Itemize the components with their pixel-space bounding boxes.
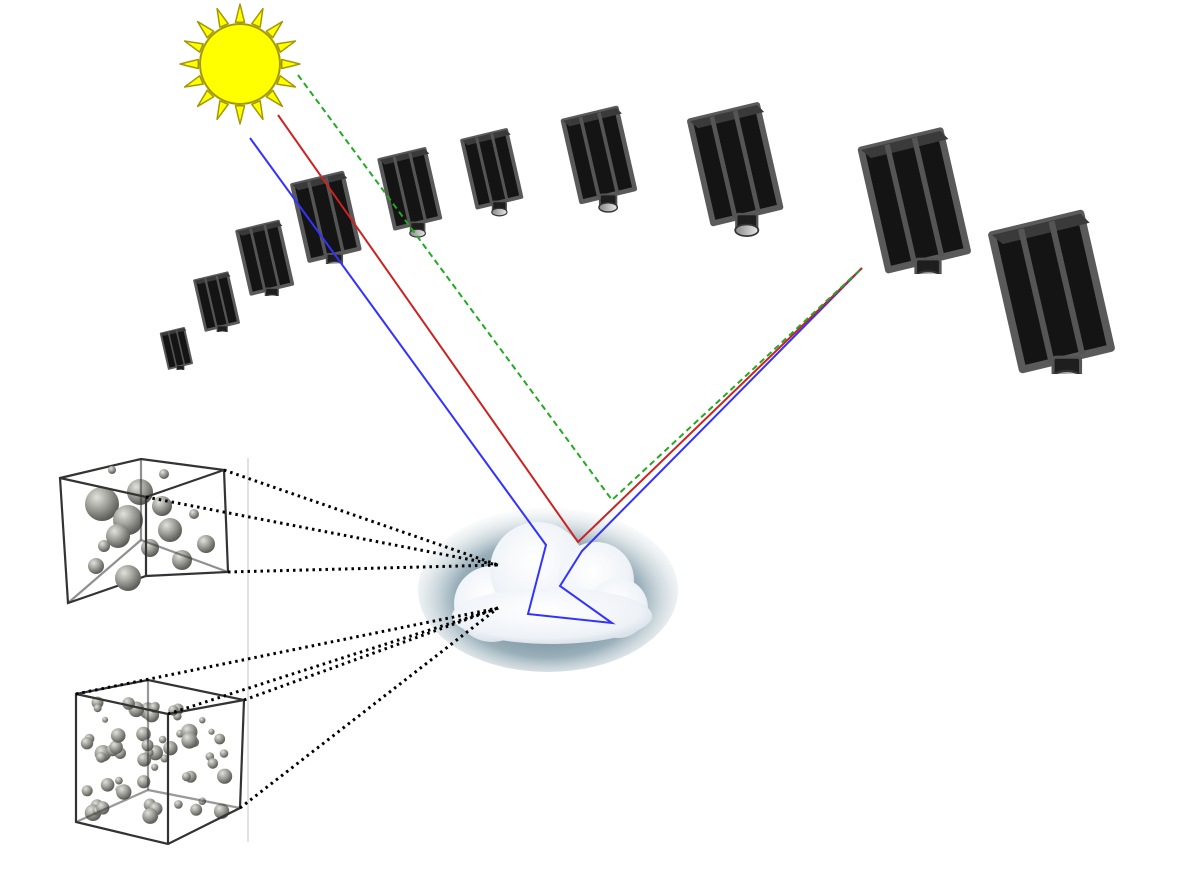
particle bbox=[106, 524, 130, 548]
particle bbox=[199, 717, 206, 724]
particle bbox=[172, 550, 192, 570]
sun-ray bbox=[281, 58, 301, 70]
satellites-arc bbox=[159, 105, 1111, 387]
particle bbox=[214, 733, 226, 745]
particle bbox=[115, 565, 141, 591]
sun-ray bbox=[183, 75, 204, 88]
small-particles-box bbox=[74, 678, 246, 846]
satellite-camera-icon bbox=[462, 130, 521, 216]
sun-ray bbox=[251, 7, 264, 28]
particle bbox=[217, 768, 233, 784]
satellite-camera-icon bbox=[563, 108, 635, 212]
satellite-camera-icon bbox=[193, 271, 241, 332]
particle bbox=[142, 808, 159, 824]
particle bbox=[207, 758, 219, 769]
particle bbox=[93, 704, 102, 713]
satellite-camera-icon bbox=[292, 173, 359, 270]
sun-ray bbox=[216, 100, 229, 121]
particle bbox=[151, 763, 159, 771]
particle bbox=[80, 737, 94, 750]
sun-icon bbox=[179, 3, 301, 125]
large-particles-box bbox=[58, 457, 230, 605]
particle bbox=[96, 752, 107, 763]
particle bbox=[160, 754, 169, 763]
sun-ray bbox=[276, 40, 297, 53]
particle bbox=[159, 469, 169, 479]
particle bbox=[102, 716, 109, 723]
particle bbox=[108, 466, 116, 474]
sun-ray bbox=[183, 40, 204, 53]
sun-ray bbox=[265, 20, 284, 39]
satellite-camera-icon bbox=[992, 214, 1111, 387]
cloud-icon bbox=[418, 508, 678, 672]
satellite-camera-icon bbox=[379, 149, 440, 237]
satellite-camera-icon bbox=[690, 105, 780, 236]
particle bbox=[152, 496, 172, 516]
particle bbox=[88, 558, 104, 574]
particle bbox=[158, 518, 182, 542]
particle bbox=[208, 728, 215, 735]
sun-ray bbox=[196, 20, 215, 39]
particle bbox=[116, 784, 132, 800]
sun-ray bbox=[251, 100, 264, 121]
sun-ray bbox=[196, 89, 215, 108]
particle bbox=[158, 735, 167, 744]
particle bbox=[189, 509, 199, 519]
particle bbox=[81, 785, 93, 797]
particle bbox=[98, 540, 110, 552]
particle bbox=[109, 740, 123, 754]
sun-ray bbox=[216, 7, 229, 28]
particle bbox=[100, 778, 115, 792]
particle bbox=[197, 535, 215, 553]
satellite-camera-icon bbox=[861, 131, 967, 285]
particle bbox=[174, 800, 183, 809]
particle bbox=[190, 803, 203, 816]
particle bbox=[163, 741, 178, 756]
sun-ray bbox=[234, 105, 246, 125]
particle bbox=[219, 749, 229, 758]
sun-ray bbox=[234, 3, 246, 23]
blue-ray bbox=[249, 137, 863, 625]
zoom-lines bbox=[75, 468, 499, 810]
particle bbox=[181, 732, 198, 749]
green-ray bbox=[297, 74, 863, 502]
sun-ray bbox=[276, 75, 297, 88]
satellite-camera-icon bbox=[235, 219, 295, 296]
particle bbox=[181, 772, 191, 782]
red-ray bbox=[277, 114, 863, 544]
particle bbox=[115, 776, 123, 785]
particle bbox=[85, 487, 119, 521]
satellite-camera-icon bbox=[159, 326, 194, 370]
sun-ray bbox=[179, 58, 199, 70]
sun-ray bbox=[265, 89, 284, 108]
light-rays bbox=[249, 74, 863, 625]
particle bbox=[110, 728, 126, 743]
